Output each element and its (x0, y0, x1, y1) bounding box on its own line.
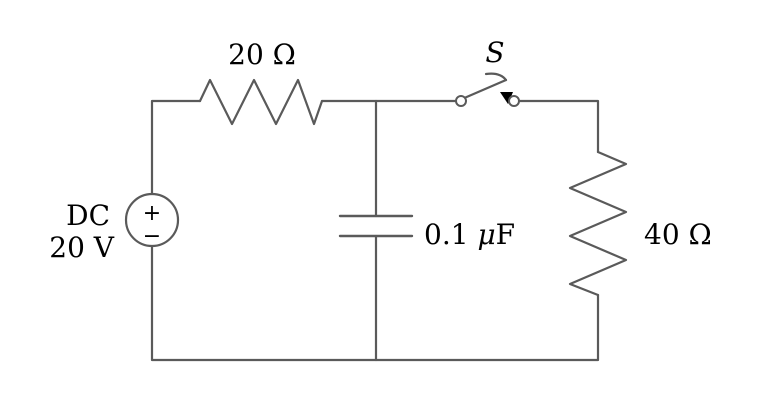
switch-arrow (500, 92, 513, 104)
resistor-40-label: 40 Ω (644, 218, 712, 251)
switch-contact-right (508, 95, 520, 107)
switch-label: S (485, 36, 504, 69)
resistor-20-ohm: 20 Ω (198, 38, 324, 126)
switch-s: S (455, 36, 520, 107)
wires (150, 99, 600, 362)
capacitor-label: 0.1 μF (424, 218, 515, 251)
resistor-40-zigzag (568, 150, 628, 297)
source-plus: + (143, 201, 161, 226)
capacitor: 0.1 μF (338, 214, 515, 251)
resistor-20-zigzag (198, 78, 324, 126)
source-label-dc: DC (66, 199, 110, 232)
source-label-voltage: 20 V (49, 231, 115, 264)
source-circle (124, 192, 180, 248)
switch-contact-left (455, 95, 467, 107)
wire-left-top (150, 99, 202, 196)
switch-blade (460, 78, 508, 101)
switch-arc (484, 72, 508, 82)
resistor-20-label: 20 Ω (228, 38, 296, 71)
source-minus: − (143, 224, 161, 249)
wire-top-right (512, 99, 600, 154)
resistor-40-ohm: 40 Ω (568, 150, 712, 297)
dc-source: + − DC 20 V (49, 192, 180, 264)
